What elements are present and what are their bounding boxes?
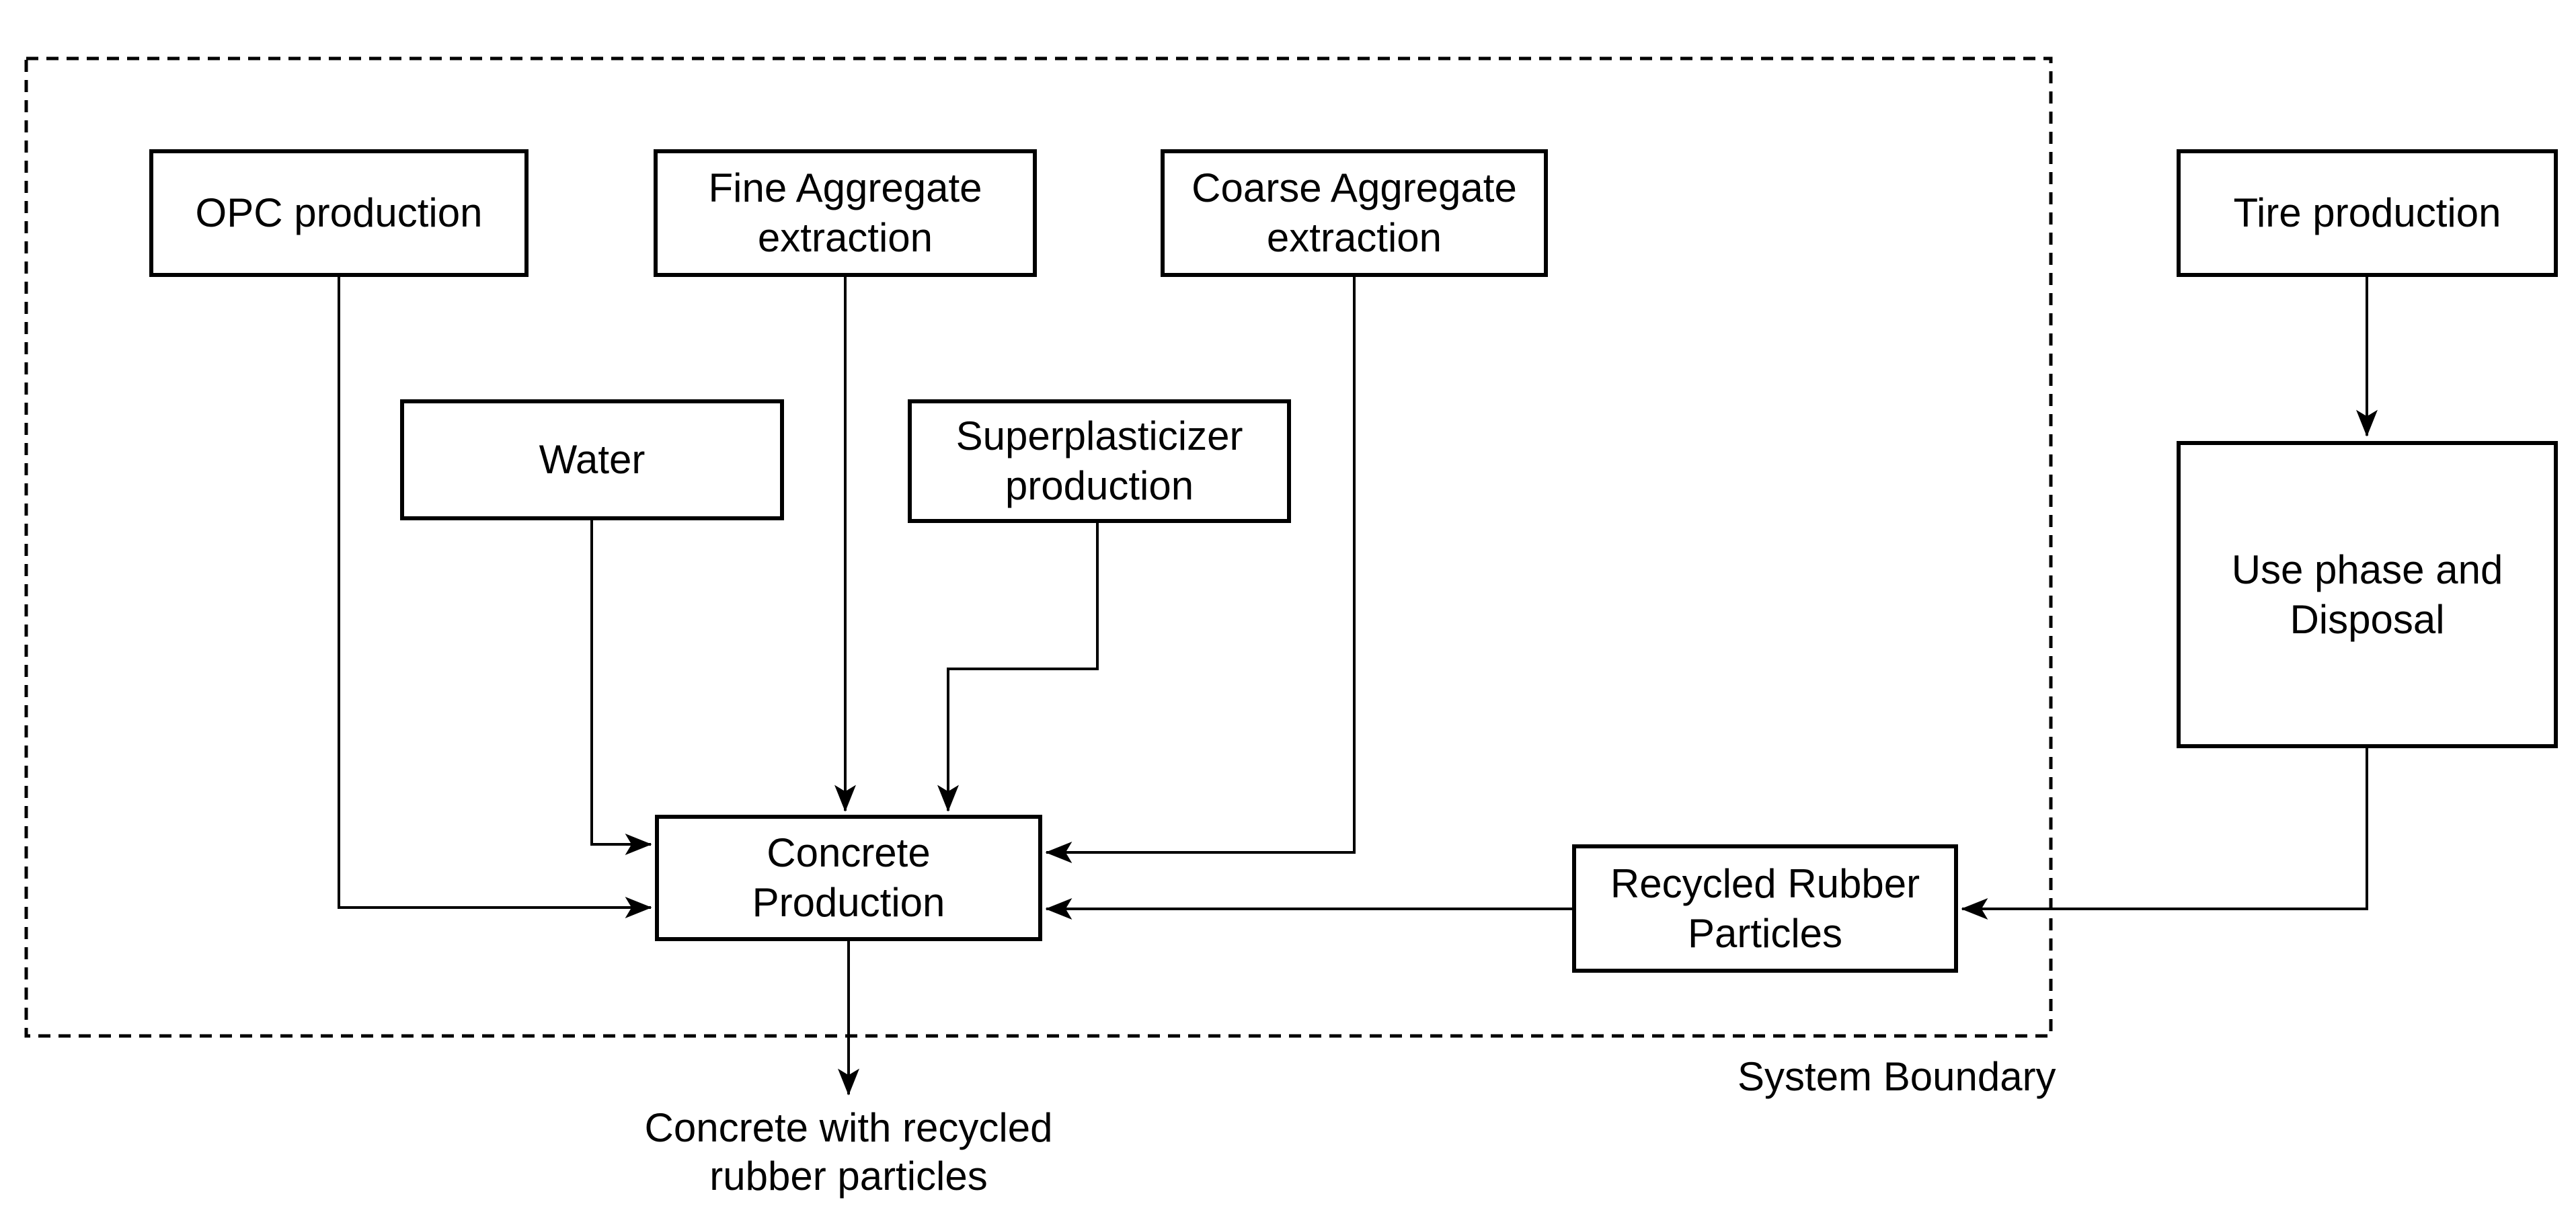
edge-opc-to-concrete [338, 277, 652, 918]
edge-coarse-to-concrete [1045, 277, 1356, 863]
output-product-label: Concrete with recycled rubber particles [644, 1105, 1053, 1199]
node-coarse-aggregate-extraction: Coarse Aggregate extraction [1161, 149, 1548, 277]
node-opc-production-label: OPC production [195, 190, 483, 235]
node-recycled-rubber-particles: Recycled Rubber Particles [1572, 844, 1958, 973]
system-boundary-dashed-rect [24, 56, 2053, 1038]
edge-use-phase-to-rubber [1961, 748, 2368, 920]
node-concrete-production: Concrete Production [655, 815, 1042, 941]
node-superplasticizer-production: Superplasticizer production [908, 399, 1291, 523]
node-water: Water [400, 399, 784, 520]
system-boundary-caption: System Boundary [1738, 1054, 2056, 1099]
node-tire-production: Tire production [2177, 149, 2558, 277]
edge-superplasticizer-to-concrete [937, 523, 1099, 812]
node-recycled-rubber-particles-label: Recycled Rubber Particles [1610, 860, 1920, 956]
node-tire-production-label: Tire production [2233, 190, 2501, 235]
node-use-phase-and-disposal-label: Use phase and Disposal [2231, 547, 2503, 642]
node-coarse-aggregate-extraction-label: Coarse Aggregate extraction [1192, 165, 1517, 260]
node-superplasticizer-production-label: Superplasticizer production [955, 413, 1243, 508]
edge-water-to-concrete [590, 520, 652, 855]
node-opc-production: OPC production [149, 149, 529, 277]
node-use-phase-and-disposal: Use phase and Disposal [2177, 441, 2558, 748]
node-fine-aggregate-extraction-label: Fine Aggregate extraction [708, 165, 982, 260]
node-fine-aggregate-extraction: Fine Aggregate extraction [654, 149, 1037, 277]
node-concrete-production-label: Concrete Production [752, 830, 945, 925]
node-water-label: Water [539, 437, 646, 482]
